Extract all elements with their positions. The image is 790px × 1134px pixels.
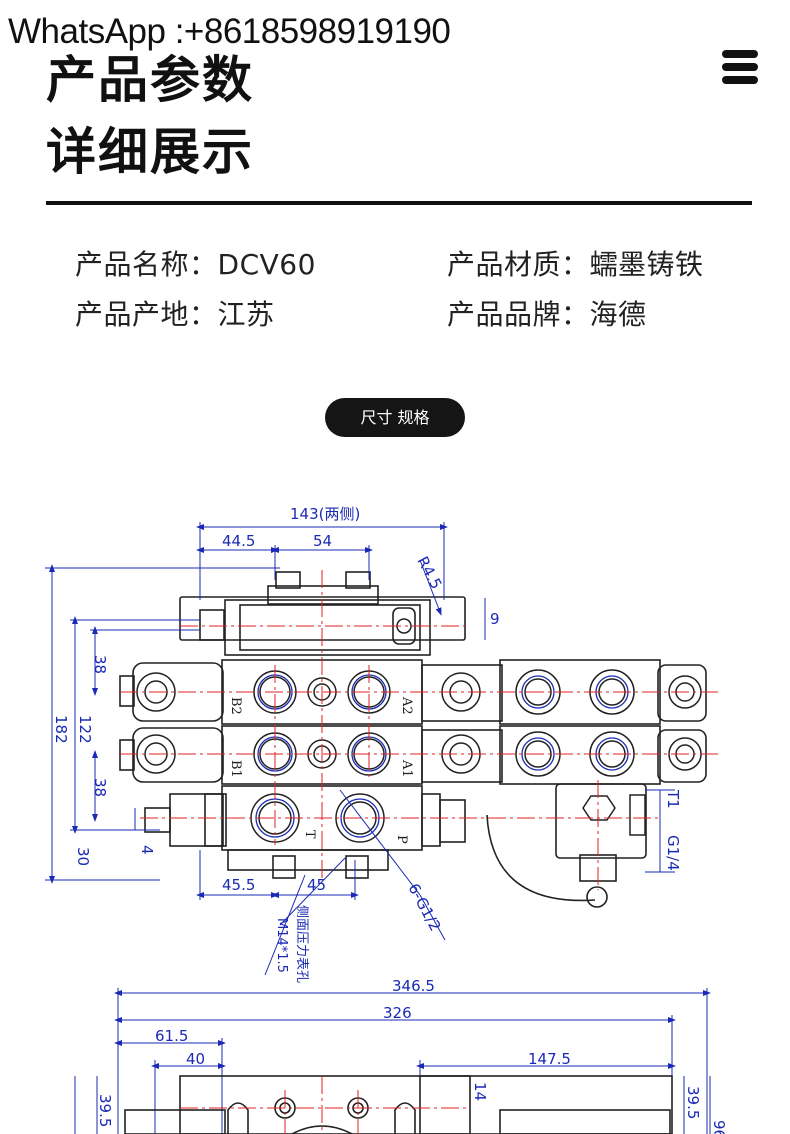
svg-text:B2: B2 xyxy=(228,697,243,715)
svg-text:40: 40 xyxy=(186,1050,205,1068)
svg-text:6-G1/2: 6-G1/2 xyxy=(404,880,444,934)
whatsapp-contact: WhatsApp :+8618598919190 xyxy=(8,12,451,51)
svg-text:T: T xyxy=(302,830,317,839)
svg-text:9: 9 xyxy=(490,610,500,628)
svg-text:A1: A1 xyxy=(399,759,414,778)
svg-text:30: 30 xyxy=(74,847,92,866)
svg-text:14: 14 xyxy=(471,1082,489,1101)
svg-text:44.5: 44.5 xyxy=(222,532,255,550)
svg-text:45.5: 45.5 xyxy=(222,876,255,894)
svg-text:R4.5: R4.5 xyxy=(413,553,445,592)
svg-text:G1/4: G1/4 xyxy=(664,835,682,871)
svg-text:54: 54 xyxy=(313,532,332,550)
svg-text:45: 45 xyxy=(307,876,326,894)
svg-text:A2: A2 xyxy=(399,696,414,715)
svg-text:M14*1.5: M14*1.5 xyxy=(274,918,289,973)
page-title-line2: 详细展示 xyxy=(46,123,254,181)
svg-text:39.5: 39.5 xyxy=(684,1086,702,1119)
spec-origin: 产品产地江苏 xyxy=(75,293,275,333)
svg-text:96: 96 xyxy=(710,1120,728,1134)
svg-text:143(两侧): 143(两侧) xyxy=(290,505,360,523)
svg-text:122: 122 xyxy=(76,715,94,744)
spec-material: 产品材质蠕墨铸铁 xyxy=(447,243,704,283)
hamburger-menu-icon[interactable] xyxy=(722,50,760,84)
svg-text:38: 38 xyxy=(91,655,109,674)
spec-brand: 产品品牌海德 xyxy=(447,293,647,333)
dimensions-spec-button[interactable]: 尺寸 规格 xyxy=(325,398,465,437)
svg-text:P: P xyxy=(394,835,409,844)
title-divider xyxy=(46,201,752,205)
svg-text:侧面压力表孔: 侧面压力表孔 xyxy=(294,905,309,983)
svg-text:38: 38 xyxy=(91,778,109,797)
page-title-line1: 产品参数 xyxy=(46,51,254,109)
svg-text:61.5: 61.5 xyxy=(155,1027,188,1045)
svg-text:147.5: 147.5 xyxy=(528,1050,571,1068)
svg-text:4: 4 xyxy=(138,845,156,855)
svg-text:182: 182 xyxy=(52,715,70,744)
svg-text:39.5: 39.5 xyxy=(96,1094,114,1127)
svg-text:B1: B1 xyxy=(228,760,243,778)
svg-text:346.5: 346.5 xyxy=(392,977,435,995)
technical-drawing: 143(两侧) 44.5 54 R4.5 9 38 122 182 38 4 3… xyxy=(45,505,728,1134)
svg-text:326: 326 xyxy=(383,1004,412,1022)
spec-product-name: 产品名称DCV60 xyxy=(75,243,316,283)
svg-text:T1: T1 xyxy=(664,789,682,809)
